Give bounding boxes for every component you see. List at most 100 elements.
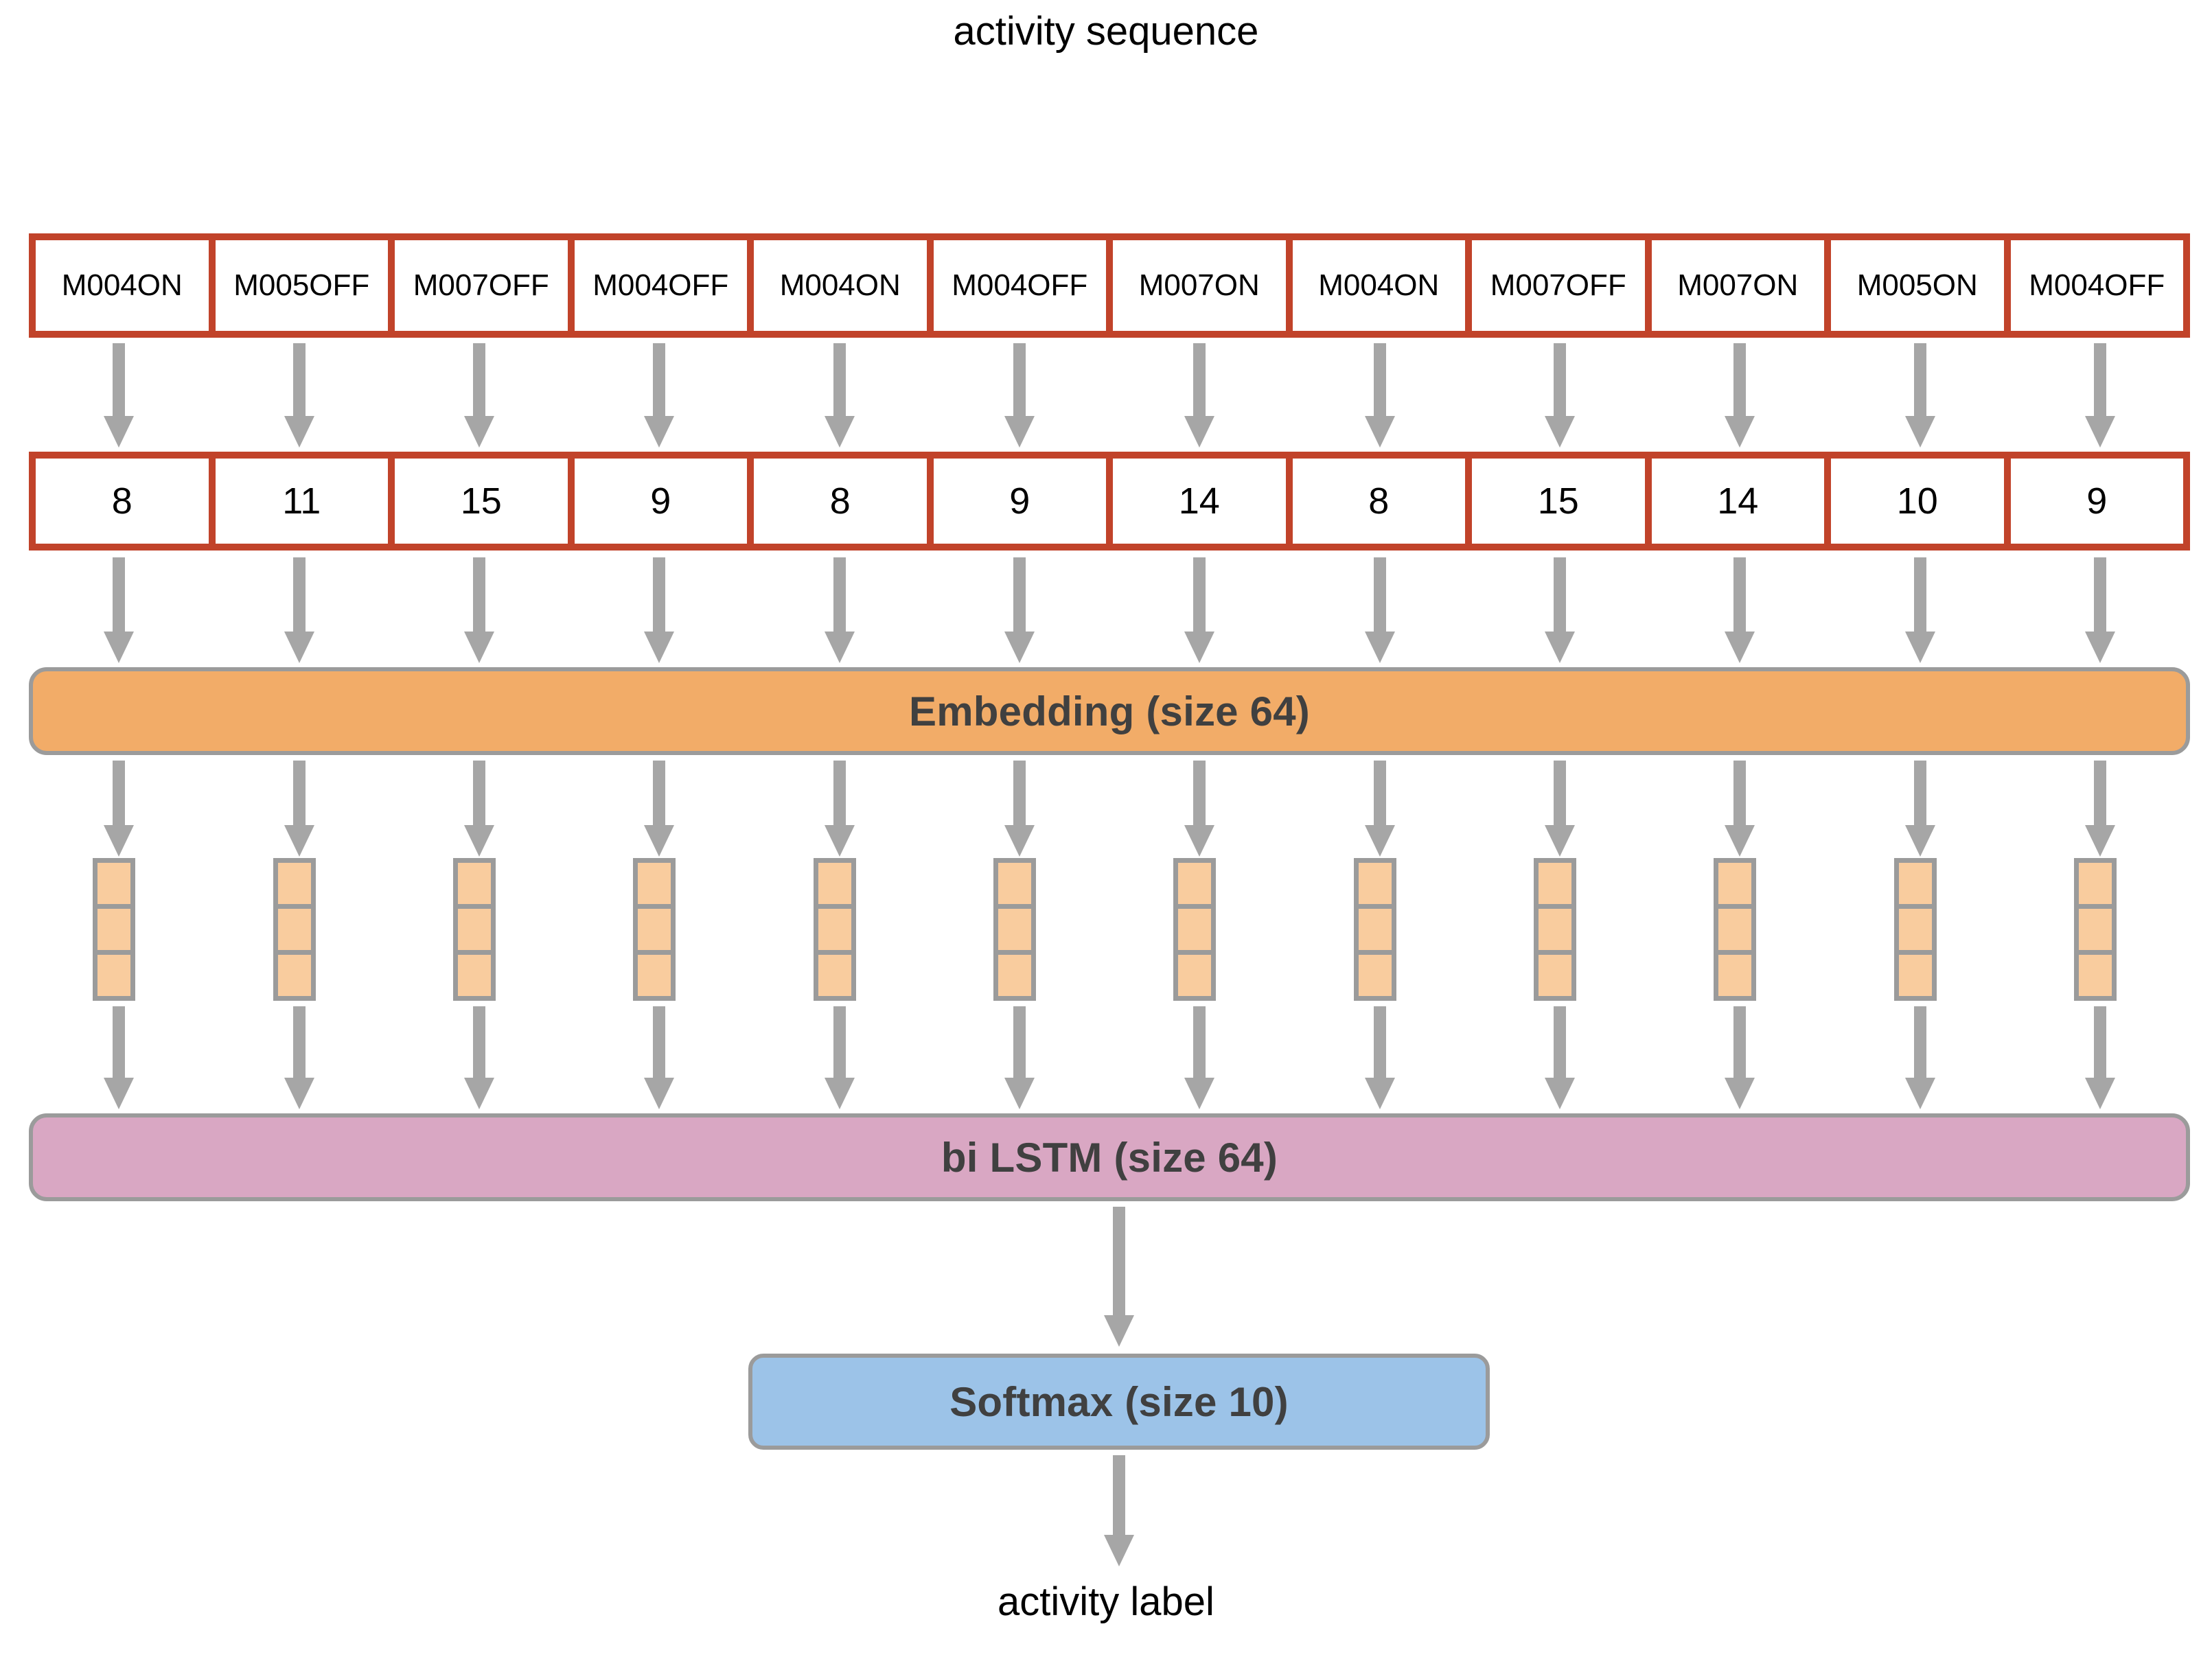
lstm-cell-stack xyxy=(633,858,676,1001)
page-title: activity sequence xyxy=(953,9,1259,54)
arrow-head xyxy=(2084,632,2115,663)
arrow-head xyxy=(104,416,135,448)
lstm-cell xyxy=(638,863,671,909)
arrow-shaft xyxy=(292,557,306,633)
arrow-head xyxy=(1544,632,1575,663)
arrow-embedding-to-cell xyxy=(1364,761,1395,857)
arrow-index-to-embedding xyxy=(1184,557,1215,663)
arrow-shaft xyxy=(472,343,485,417)
arrow-embedding-to-cell xyxy=(1904,761,1935,857)
lstm-cell xyxy=(818,909,851,955)
arrow-shaft xyxy=(1193,557,1206,633)
arrow-activity-to-index xyxy=(284,343,314,448)
lstm-cell-stack xyxy=(1353,858,1396,1001)
lstm-cell-stack xyxy=(813,858,856,1001)
softmax-layer: Softmax (size 10) xyxy=(748,1354,1490,1450)
arrow-shaft xyxy=(292,343,306,417)
arrow-shaft xyxy=(1373,343,1386,417)
arrow-shaft xyxy=(292,761,306,826)
lstm-cell xyxy=(457,909,491,955)
arrow-head xyxy=(1004,632,1035,663)
lstm-cell xyxy=(2078,863,2112,909)
arrow-activity-to-index xyxy=(1544,343,1575,448)
lstm-cell xyxy=(1358,955,1392,996)
arrow-head xyxy=(644,416,675,448)
arrow-head xyxy=(1544,825,1575,857)
arrow-shaft xyxy=(1113,1207,1125,1317)
lstm-cell xyxy=(1898,909,1932,955)
arrow-cell-to-lstm xyxy=(2084,1006,2115,1109)
activity-token-cell: M005ON xyxy=(1831,240,2011,331)
lstm-cell xyxy=(998,955,1031,996)
lstm-cell-stack xyxy=(93,858,136,1001)
arrow-shaft xyxy=(1193,761,1206,826)
lstm-cell xyxy=(818,863,851,909)
index-token-cell: 10 xyxy=(1831,459,2011,544)
lstm-cell-stack xyxy=(452,858,496,1001)
index-token-cell: 9 xyxy=(933,459,1113,544)
lstm-cell xyxy=(1538,955,1571,996)
arrow-shaft xyxy=(1913,1006,1926,1079)
activity-token-cell: M007OFF xyxy=(395,240,575,331)
activity-token-cell: M004OFF xyxy=(2010,240,2183,331)
arrow-activity-to-index xyxy=(1004,343,1035,448)
lstm-cell-stack xyxy=(1714,858,1757,1001)
arrow-shaft xyxy=(2093,761,2106,826)
arrow-shaft xyxy=(1013,557,1026,633)
arrow-shaft xyxy=(2093,1006,2106,1079)
arrow-index-to-embedding xyxy=(1364,557,1395,663)
arrow-embedding-to-cell xyxy=(463,761,494,857)
arrow-head xyxy=(104,1078,135,1109)
index-token-cell: 8 xyxy=(754,459,934,544)
arrow-shaft xyxy=(1013,1006,1026,1079)
index-token-cell: 15 xyxy=(1472,459,1652,544)
lstm-cell-stack xyxy=(1173,858,1217,1001)
lstm-cell xyxy=(2078,955,2112,996)
arrow-shaft xyxy=(833,1006,846,1079)
arrow-shaft xyxy=(1373,557,1386,633)
lstm-cell-stack xyxy=(2073,858,2117,1001)
arrow-head xyxy=(1184,825,1215,857)
arrow-index-to-embedding xyxy=(104,557,135,663)
arrow-activity-to-index xyxy=(1725,343,1755,448)
lstm-cell xyxy=(638,909,671,955)
lstm-cell xyxy=(2078,909,2112,955)
arrow-embedding-to-cell xyxy=(1725,761,1755,857)
lstm-cell xyxy=(638,955,671,996)
arrow-head xyxy=(1184,632,1215,663)
arrow-head xyxy=(1184,1078,1215,1109)
arrow-cell-to-lstm xyxy=(1004,1006,1035,1109)
arrow-head xyxy=(463,632,494,663)
arrow-index-to-embedding xyxy=(2084,557,2115,663)
arrow-embedding-to-cell xyxy=(1184,761,1215,857)
arrow-shaft xyxy=(1913,557,1926,633)
arrow-shaft xyxy=(113,1006,126,1079)
arrow-shaft xyxy=(1373,761,1386,826)
activity-token-cell: M005OFF xyxy=(215,240,395,331)
lstm-cell xyxy=(1898,863,1932,909)
activity-token-cell: M004OFF xyxy=(574,240,754,331)
arrow-head xyxy=(1544,416,1575,448)
arrow-head xyxy=(1364,416,1395,448)
arrow-head xyxy=(824,416,855,448)
lstm-cell xyxy=(998,863,1031,909)
arrow-shaft xyxy=(833,557,846,633)
arrow-index-to-embedding xyxy=(463,557,494,663)
activity-token-cell: M004ON xyxy=(754,240,934,331)
arrow-cell-to-lstm xyxy=(644,1006,675,1109)
arrow-shaft xyxy=(472,761,485,826)
lstm-cell xyxy=(277,863,311,909)
index-token-cell: 9 xyxy=(2010,459,2183,544)
arrow-activity-to-index xyxy=(1184,343,1215,448)
lstm-cell-stack xyxy=(273,858,316,1001)
arrow-index-to-embedding xyxy=(1904,557,1935,663)
index-token-cell: 9 xyxy=(574,459,754,544)
arrow-shaft xyxy=(2093,343,2106,417)
lstm-cell xyxy=(97,863,131,909)
arrow-shaft xyxy=(1373,1006,1386,1079)
arrow-shaft xyxy=(653,343,666,417)
arrow-shaft xyxy=(1913,343,1926,417)
arrow-shaft xyxy=(292,1006,306,1079)
arrow-shaft xyxy=(1013,343,1026,417)
arrow-head xyxy=(1184,416,1215,448)
